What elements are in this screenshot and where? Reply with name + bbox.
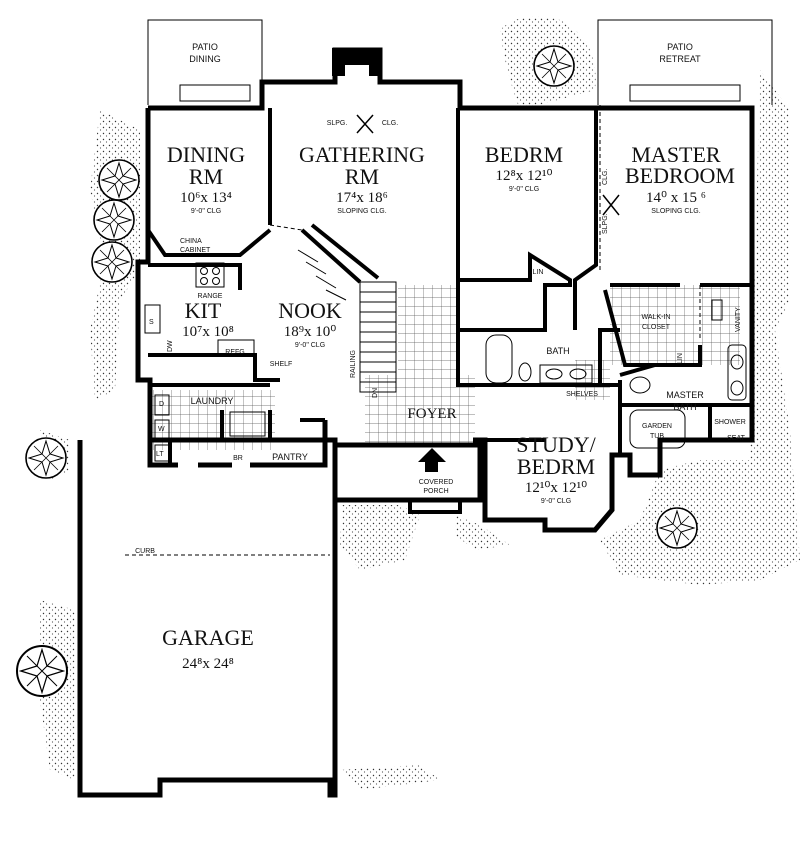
svg-text:S: S <box>149 319 154 326</box>
svg-text:CLG.: CLG. <box>382 120 398 127</box>
svg-text:SHELF: SHELF <box>270 361 293 368</box>
label-master-bedroom: MASTER BEDROOM 14⁰ x 15 ⁶ SLOPING CLG. C… <box>602 142 735 234</box>
svg-text:STUDY/: STUDY/ <box>516 432 596 457</box>
svg-text:18⁹x 10⁰: 18⁹x 10⁰ <box>284 324 337 340</box>
tile-floors <box>150 285 740 450</box>
svg-text:BEDROOM: BEDROOM <box>625 163 735 188</box>
svg-text:9'-0" CLG: 9'-0" CLG <box>509 186 539 193</box>
svg-text:SHELVES: SHELVES <box>566 391 598 398</box>
svg-text:CLG.: CLG. <box>602 169 609 185</box>
svg-text:RAILING: RAILING <box>350 350 357 378</box>
slope-markers <box>356 114 620 472</box>
svg-text:SLOPING CLG.: SLOPING CLG. <box>651 208 700 215</box>
svg-text:PANTRY: PANTRY <box>272 452 308 462</box>
tree-icon <box>533 45 575 87</box>
svg-text:CURB: CURB <box>135 548 155 555</box>
svg-text:TUB: TUB <box>650 433 664 440</box>
tree-icon <box>98 159 140 201</box>
svg-text:SLPG.: SLPG. <box>327 120 348 127</box>
svg-text:RM: RM <box>189 164 223 189</box>
svg-text:MASTER: MASTER <box>631 142 721 167</box>
svg-text:9'-0" CLG: 9'-0" CLG <box>295 342 325 349</box>
label-garage: CURB GARAGE 24⁸x 24⁸ <box>135 548 254 672</box>
label-master-bath: MASTER BATH GARDEN TUB SHOWER SEAT <box>642 390 746 442</box>
svg-text:12¹⁰x 12¹⁰: 12¹⁰x 12¹⁰ <box>525 480 587 496</box>
svg-text:LIN: LIN <box>533 269 544 276</box>
svg-text:GARDEN: GARDEN <box>642 423 672 430</box>
label-dining-room: DINING RM 10⁶x 13⁴ 9'-0" CLG <box>167 142 245 215</box>
svg-text:GARAGE: GARAGE <box>162 625 254 650</box>
svg-text:SLPG.: SLPG. <box>602 213 609 234</box>
svg-text:BATH: BATH <box>673 402 696 412</box>
svg-text:DW: DW <box>167 340 174 352</box>
tree-icon <box>656 507 698 549</box>
svg-text:BEDRM: BEDRM <box>485 142 563 167</box>
svg-text:COVERED: COVERED <box>419 479 454 486</box>
svg-text:WALK-IN: WALK-IN <box>642 314 671 321</box>
svg-text:CABINET: CABINET <box>180 247 211 254</box>
svg-text:9'-0" CLG: 9'-0" CLG <box>191 208 221 215</box>
svg-text:BATH: BATH <box>546 346 569 356</box>
svg-text:SLOPING CLG.: SLOPING CLG. <box>337 208 386 215</box>
label-nook: NOOK 18⁹x 10⁰ 9'-0" CLG SHELF <box>270 298 342 368</box>
svg-text:FOYER: FOYER <box>407 406 456 422</box>
hearth <box>345 65 369 77</box>
svg-text:LT: LT <box>156 451 164 458</box>
svg-text:REFG: REFG <box>225 349 244 356</box>
label-patio-dining: PATIO DINING <box>189 42 221 64</box>
tree-icon <box>93 199 135 241</box>
svg-text:SEAT: SEAT <box>727 435 745 442</box>
svg-text:BEDRM: BEDRM <box>517 454 595 479</box>
tree-icon <box>25 437 67 479</box>
label-study-bedroom: STUDY/ BEDRM 12¹⁰x 12¹⁰ 9'-0" CLG <box>516 432 596 505</box>
svg-text:D: D <box>159 401 164 408</box>
svg-text:12⁸x 12¹⁰: 12⁸x 12¹⁰ <box>496 168 553 184</box>
svg-text:GATHERING: GATHERING <box>299 142 425 167</box>
fixtures <box>125 105 747 556</box>
label-patio-retreat: PATIO RETREAT <box>659 42 701 64</box>
svg-text:VANITY: VANITY <box>735 307 742 332</box>
label-laundry: LAUNDRY D W LT BR PANTRY <box>156 396 308 462</box>
svg-text:10⁷x 10⁸: 10⁷x 10⁸ <box>182 324 234 340</box>
stairs <box>297 223 397 393</box>
svg-text:DINING: DINING <box>167 142 245 167</box>
landscaping <box>16 16 800 790</box>
label-bath: BATH LIN SHELVES <box>533 269 599 398</box>
svg-text:9'-0" CLG: 9'-0" CLG <box>541 498 571 505</box>
label-gathering-room: SLPG. CLG. GATHERING RM 17⁴x 18⁶ SLOPING… <box>299 120 425 215</box>
svg-text:RETREAT: RETREAT <box>659 54 701 64</box>
svg-text:17⁴x 18⁶: 17⁴x 18⁶ <box>336 190 388 206</box>
label-bedroom: BEDRM 12⁸x 12¹⁰ 9'-0" CLG <box>485 142 563 193</box>
label-covered-porch: COVERED PORCH <box>419 479 454 495</box>
tree-icon <box>91 241 133 283</box>
svg-text:RM: RM <box>345 164 379 189</box>
entry-arrow-icon <box>418 448 446 462</box>
svg-text:DINING: DINING <box>189 54 221 64</box>
svg-text:LIN: LIN <box>677 353 684 364</box>
svg-text:14⁰ x 15 ⁶: 14⁰ x 15 ⁶ <box>646 190 706 206</box>
svg-text:NOOK: NOOK <box>278 298 342 323</box>
svg-text:PORCH: PORCH <box>423 488 448 495</box>
svg-text:BR: BR <box>233 455 243 462</box>
label-walk-in-closet: WALK-IN CLOSET VANITY LIN <box>642 307 742 364</box>
label-kitchen: CHINA CABINET RANGE KIT 10⁷x 10⁸ REFG DW… <box>149 238 245 356</box>
svg-text:10⁶x 13⁴: 10⁶x 13⁴ <box>180 190 232 206</box>
interior-walls <box>146 108 752 465</box>
svg-text:CHINA: CHINA <box>180 238 202 245</box>
svg-text:W: W <box>158 426 165 433</box>
tree-icon <box>16 645 68 697</box>
svg-text:PATIO: PATIO <box>667 42 693 52</box>
svg-text:SHOWER: SHOWER <box>714 419 746 426</box>
svg-text:KIT: KIT <box>185 298 222 323</box>
label-foyer: FOYER RAILING DN <box>350 350 457 422</box>
svg-text:CLOSET: CLOSET <box>642 324 671 331</box>
svg-text:MASTER: MASTER <box>666 390 704 400</box>
svg-text:24⁸x 24⁸: 24⁸x 24⁸ <box>182 656 234 672</box>
svg-text:PATIO: PATIO <box>192 42 218 52</box>
svg-text:DN: DN <box>372 388 379 398</box>
patios <box>147 19 773 105</box>
svg-text:RANGE: RANGE <box>198 293 223 300</box>
svg-text:LAUNDRY: LAUNDRY <box>191 396 234 406</box>
